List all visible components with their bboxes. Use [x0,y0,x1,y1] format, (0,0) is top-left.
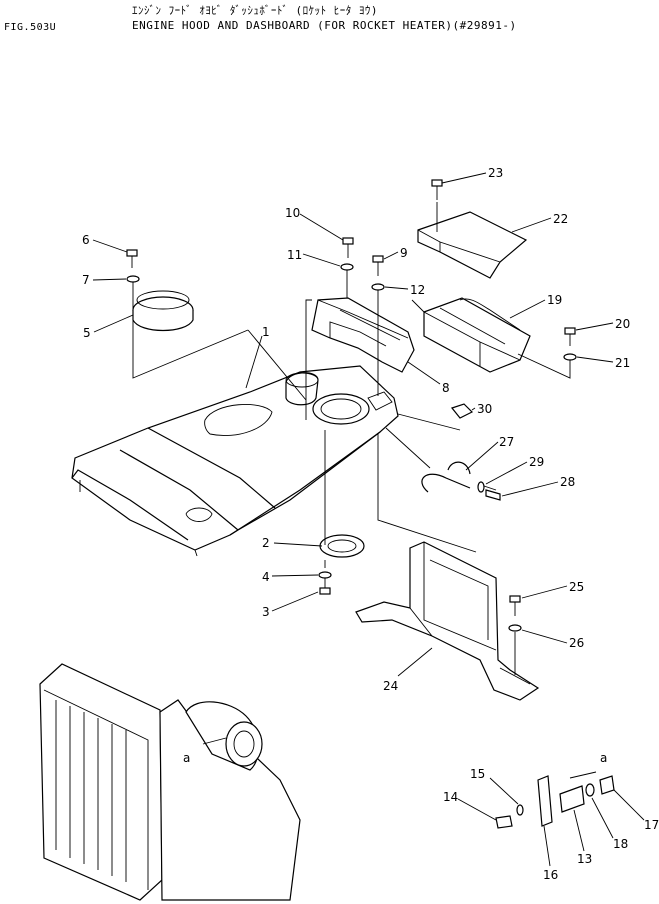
callout-6: 6 [82,233,90,247]
callout-3: 3 [262,605,270,619]
bolts-washers [126,179,615,829]
callout-29: 29 [529,455,544,469]
figure-id: FIG.503U [4,22,57,33]
callout-28: 28 [560,475,575,489]
callout-25: 25 [569,580,584,594]
callout-17: 17 [644,818,659,832]
callout-22: 22 [553,212,568,226]
callout-15: 15 [470,767,485,781]
callout-9: 9 [400,246,408,260]
callout-26: 26 [569,636,584,650]
callout-13: 13 [577,852,592,866]
callout-5: 5 [83,326,91,340]
callout-10: 10 [285,206,300,220]
callout-2: 2 [262,536,270,550]
callout-24: 24 [383,679,398,693]
callout-11: 11 [287,248,302,262]
rubber-cap-5 [132,290,194,331]
callout-4: 4 [262,570,270,584]
radiator-assembly [39,663,301,901]
callout-30: 30 [477,402,492,416]
engine-hood [71,365,399,557]
title-japanese: ｴﾝｼﾞﾝ ﾌｰﾄﾞ ｵﾖﾋﾞ ﾀﾞｯｼｭﾎﾞｰﾄﾞ (ﾛｹｯﾄ ﾋｰﾀ ﾖｳ) [132,4,378,17]
assembly-lines [132,202,597,779]
callout-19: 19 [547,293,562,307]
tube-27 [421,461,471,493]
callout-7: 7 [82,273,90,287]
callout-18: 18 [613,837,628,851]
connector-label-a-right: a [600,751,607,765]
callout-8: 8 [442,381,450,395]
switch-box [423,297,531,373]
connector-label-a-left: a [183,751,190,765]
dashboard-stand [355,541,540,701]
callout-27: 27 [499,435,514,449]
callout-16: 16 [543,868,558,882]
callout-12: 12 [410,283,425,297]
callout-14: 14 [443,790,458,804]
callouts: 1 2 3 4 5 6 7 8 9 10 11 12 13 14 15 16 1 [82,166,659,882]
callout-1: 1 [262,325,270,339]
callout-21: 21 [615,356,630,370]
callout-23: 23 [488,166,503,180]
callout-20: 20 [615,317,630,331]
title-english: ENGINE HOOD AND DASHBOARD (FOR ROCKET HE… [132,19,517,32]
grommet-30 [450,403,474,419]
dashboard-bracket [311,297,415,373]
ring-2 [319,534,365,558]
box-cover [417,211,528,279]
